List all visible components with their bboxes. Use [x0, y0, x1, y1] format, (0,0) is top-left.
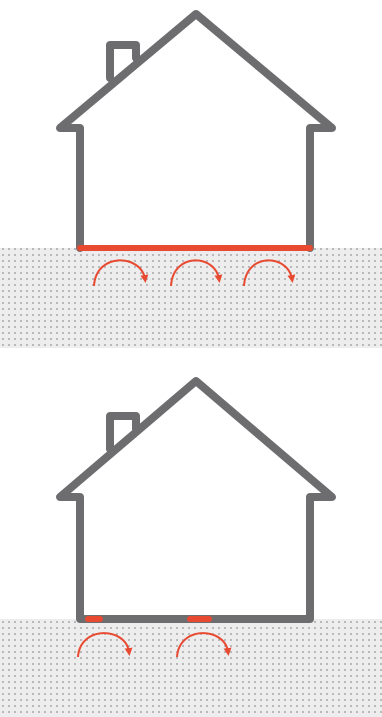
house-wall-roof	[56, 377, 336, 623]
heat-arrow-2	[176, 632, 232, 658]
house-outline	[56, 10, 336, 252]
diagram-edge-heat-loss	[0, 367, 382, 717]
house-wall-roof	[56, 10, 336, 252]
heat-loss-arrows	[93, 259, 296, 287]
ground	[0, 619, 382, 717]
heat-arrow-2	[170, 259, 223, 287]
ground	[0, 248, 382, 348]
house-outline	[56, 377, 336, 623]
chimney	[106, 41, 140, 82]
heat-arrow-1	[93, 259, 149, 287]
heat-arrow-3	[243, 259, 296, 287]
diagram-full-floor-heat-loss	[0, 0, 382, 350]
heat-arrow-1	[77, 632, 133, 658]
chimney	[106, 412, 140, 453]
heat-loss-arrows	[77, 632, 232, 658]
